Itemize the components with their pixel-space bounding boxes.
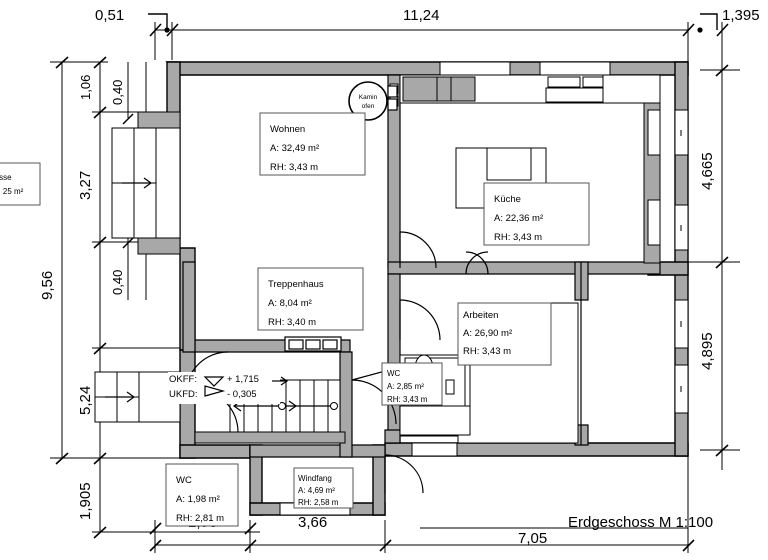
kitchen-furniture (389, 74, 661, 264)
dim-bottom-3-66: 3,66 (298, 514, 327, 531)
room-label-windfang: Windfang A: 4,69 m² RH: 2,58 m (293, 467, 354, 509)
okff-label: OKFF: (169, 374, 197, 385)
dim-left-5-24: 5,24 (77, 386, 94, 415)
chimney-flue (387, 85, 398, 111)
kaminofen-icon (348, 81, 388, 121)
level-annotation (168, 372, 289, 404)
dim-right-4-895: 4,895 (699, 332, 716, 370)
room-label-treppenhaus: Treppenhaus A: 8,04 m² RH: 3,40 m (257, 267, 364, 331)
room-label-terrasse: rasse ca. 25 m² (0, 162, 41, 206)
dimension-group-right (660, 64, 740, 457)
room-label-wohnen: Wohnen A: 32,49 m² RH: 3,43 m (259, 112, 366, 176)
room-name-wc-gross: WC (176, 475, 192, 486)
room-height-treppenhaus: RH: 3,40 m (268, 317, 316, 328)
room-area-arbeiten: A: 26,90 m² (463, 328, 512, 339)
room-area-wc-klein: A: 2,85 m² (387, 382, 424, 391)
terrace-steps (94, 111, 181, 423)
room-height-wc-klein: RH: 3,43 m (387, 395, 428, 404)
kaminofen-label-line1: Kamin (359, 94, 378, 101)
room-area-kueche: A: 22,36 m² (494, 213, 543, 224)
radiator (284, 336, 342, 352)
room-area-wc-gross: A: 1,98 m² (176, 494, 220, 505)
room-height-arbeiten: RH: 3,43 m (463, 346, 511, 357)
room-height-kueche: RH: 3,43 m (494, 232, 542, 243)
room-height-wc-gross: RH: 2,81 m (176, 513, 224, 524)
kaminofen-label-line2: ofen (362, 103, 375, 110)
dim-bottom-7-05: 7,05 (518, 530, 547, 547)
dim-left-0-40-a: 0,40 (110, 80, 125, 105)
room-name-terrasse: rasse (0, 173, 12, 182)
dim-top-1-395: 1,395 (722, 7, 760, 24)
room-area-wohnen: A: 32,49 m² (270, 143, 319, 154)
dim-left-0-40-b: 0,40 (110, 270, 125, 295)
drawing-title: Erdgeschoss M 1:100 (568, 514, 713, 531)
room-label-kueche: Küche A: 22,36 m² RH: 3,43 m (483, 182, 590, 246)
room-height-windfang: RH: 2,58 m (298, 498, 339, 507)
room-height-wohnen: RH: 3,43 m (270, 162, 318, 173)
room-area-windfang: A: 4,69 m² (298, 486, 335, 495)
dim-left-9-56: 9,56 (39, 271, 56, 300)
dim-left-1-905: 1,905 (77, 482, 94, 520)
okff-value: + 1,715 (227, 374, 259, 385)
dimension-group-bottom (149, 455, 695, 553)
ukfd-label: UKFD: (169, 389, 198, 400)
room-area-terrasse: ca. 25 m² (0, 187, 24, 196)
room-name-wc-klein: WC (387, 369, 401, 378)
dim-right-4-665: 4,665 (699, 152, 716, 190)
room-name-treppenhaus: Treppenhaus (268, 279, 324, 290)
room-label-wc-gross: WC A: 1,98 m² RH: 2,81 m (165, 463, 239, 527)
room-area-treppenhaus: A: 8,04 m² (268, 298, 312, 309)
room-name-kueche: Küche (494, 194, 521, 205)
room-name-arbeiten: Arbeiten (463, 310, 498, 321)
dim-top-11-24: 11,24 (403, 7, 439, 24)
room-name-wohnen: Wohnen (270, 124, 305, 135)
ukfd-value: - 0,305 (227, 389, 257, 400)
dim-left-1-06: 1,06 (78, 75, 93, 100)
room-label-arbeiten: Arbeiten A: 26,90 m² RH: 3,43 m (457, 302, 552, 366)
dim-top-0-51: 0,51 (95, 7, 124, 24)
room-name-windfang: Windfang (298, 474, 332, 483)
room-label-wc-klein: WC A: 2,85 m² RH: 3,43 m (381, 362, 443, 406)
dim-left-3-27: 3,27 (77, 171, 94, 200)
window-openings (279, 61, 689, 516)
